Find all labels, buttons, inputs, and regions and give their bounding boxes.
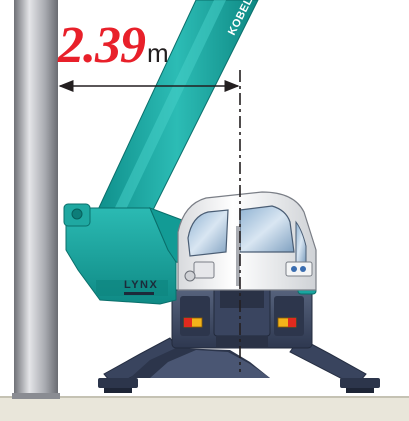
pole	[14, 0, 58, 396]
clearance-dimension-value: 2.39	[58, 17, 146, 74]
ground	[0, 396, 409, 421]
cab-window-left	[187, 209, 229, 257]
pole-base	[12, 393, 60, 399]
cab-window-center	[239, 205, 295, 253]
model-badge: LYNX	[124, 279, 158, 291]
chassis	[171, 271, 313, 349]
outrigger-pad-right	[340, 378, 380, 388]
outriggers	[98, 337, 380, 393]
operator-cab	[177, 191, 317, 291]
cab-window-right	[295, 220, 307, 263]
clearance-dimension-label: 2.39m	[58, 20, 169, 72]
clearance-dimension-unit: m	[147, 38, 169, 68]
outrigger-pad-left	[98, 378, 138, 388]
